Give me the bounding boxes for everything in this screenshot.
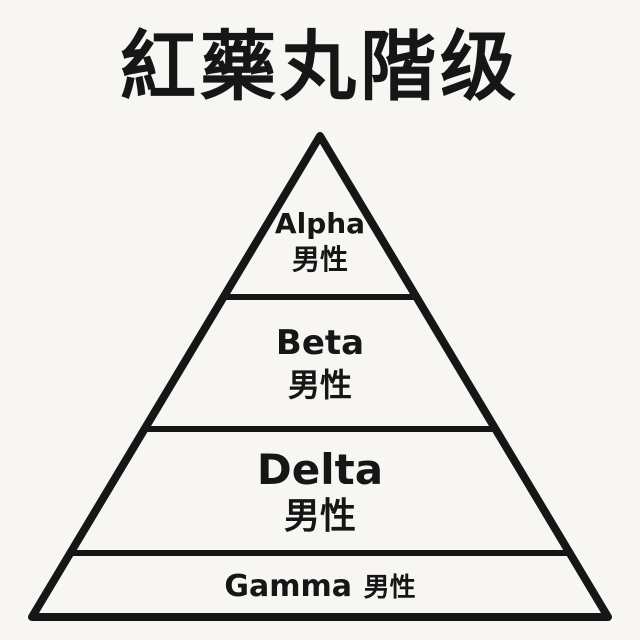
tier-name: Delta <box>256 445 384 494</box>
tier-label: 男性 <box>363 573 416 603</box>
tier-delta: Delta 男性 <box>0 445 640 539</box>
tier-label: 男性 <box>287 366 352 404</box>
tier-name: Gamma <box>224 569 353 604</box>
pyramid-title: 紅藥丸階级 <box>120 22 520 111</box>
tier-beta: Beta 男性 <box>0 322 640 406</box>
tier-name: Alpha <box>274 207 366 240</box>
tier-label: 男性 <box>283 496 356 537</box>
tier-gamma: Gamma 男性 <box>0 567 640 608</box>
tier-name: Beta <box>275 323 365 363</box>
tier-alpha: Alpha 男性 <box>0 207 640 279</box>
tier-label: 男性 <box>291 243 348 276</box>
pyramid-outline <box>28 132 612 621</box>
